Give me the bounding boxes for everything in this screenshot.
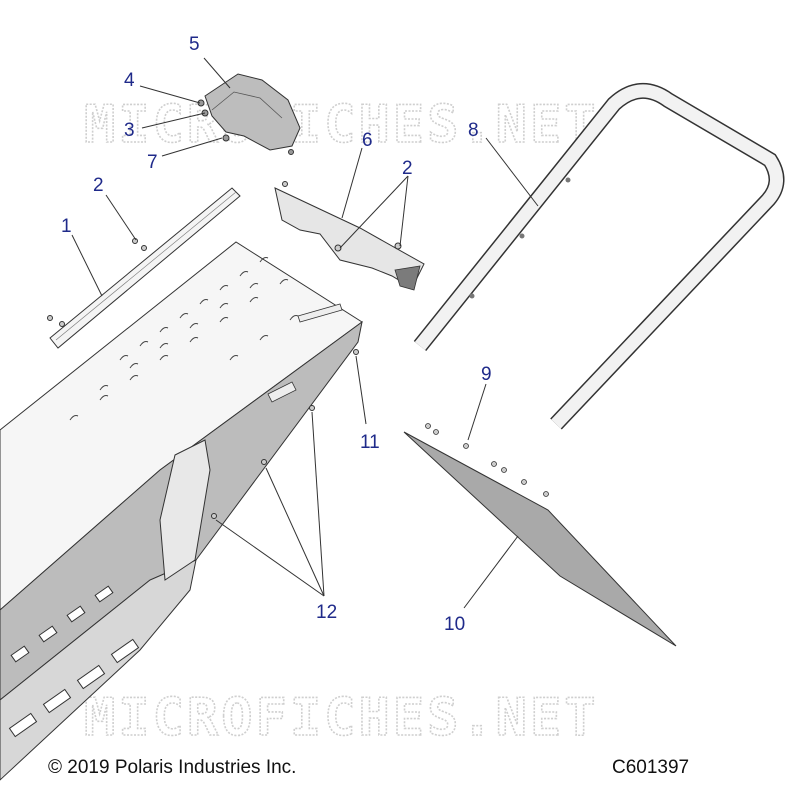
- callout-11: 11: [360, 432, 380, 453]
- diagram-code: C601397: [612, 757, 690, 778]
- callout-6: 6: [362, 130, 373, 151]
- tunnel-chassis: [0, 241, 363, 781]
- callout-4: 4: [124, 70, 135, 91]
- part-1-rail: [47, 187, 241, 349]
- callout-3: 3: [124, 120, 135, 141]
- copyright-text: © 2019 Polaris Industries Inc.: [48, 757, 297, 778]
- callout-8: 8: [468, 120, 479, 141]
- part-10-flap: [403, 423, 677, 647]
- callout-7: 7: [147, 152, 158, 173]
- leader-lines: [71, 57, 539, 609]
- part-8-handle: [413, 82, 785, 430]
- callout-9: 9: [481, 364, 492, 385]
- watermark-bottom: MICROFICHES.NET: [84, 688, 599, 748]
- callout-1: 1: [61, 216, 72, 237]
- callout-2-right: 2: [402, 158, 413, 179]
- watermark-top: MICROFICHES.NET: [84, 95, 599, 155]
- callout-10: 10: [444, 614, 465, 635]
- part-2-fasteners-left: [132, 238, 147, 251]
- callout-numbers: 5 4 3 7 2 1 6 2 8 9 11 12 10: [61, 34, 492, 635]
- part-5-cover: [197, 73, 301, 155]
- callout-2-left: 2: [93, 175, 104, 196]
- callout-5: 5: [189, 34, 200, 55]
- callout-12: 12: [316, 602, 337, 623]
